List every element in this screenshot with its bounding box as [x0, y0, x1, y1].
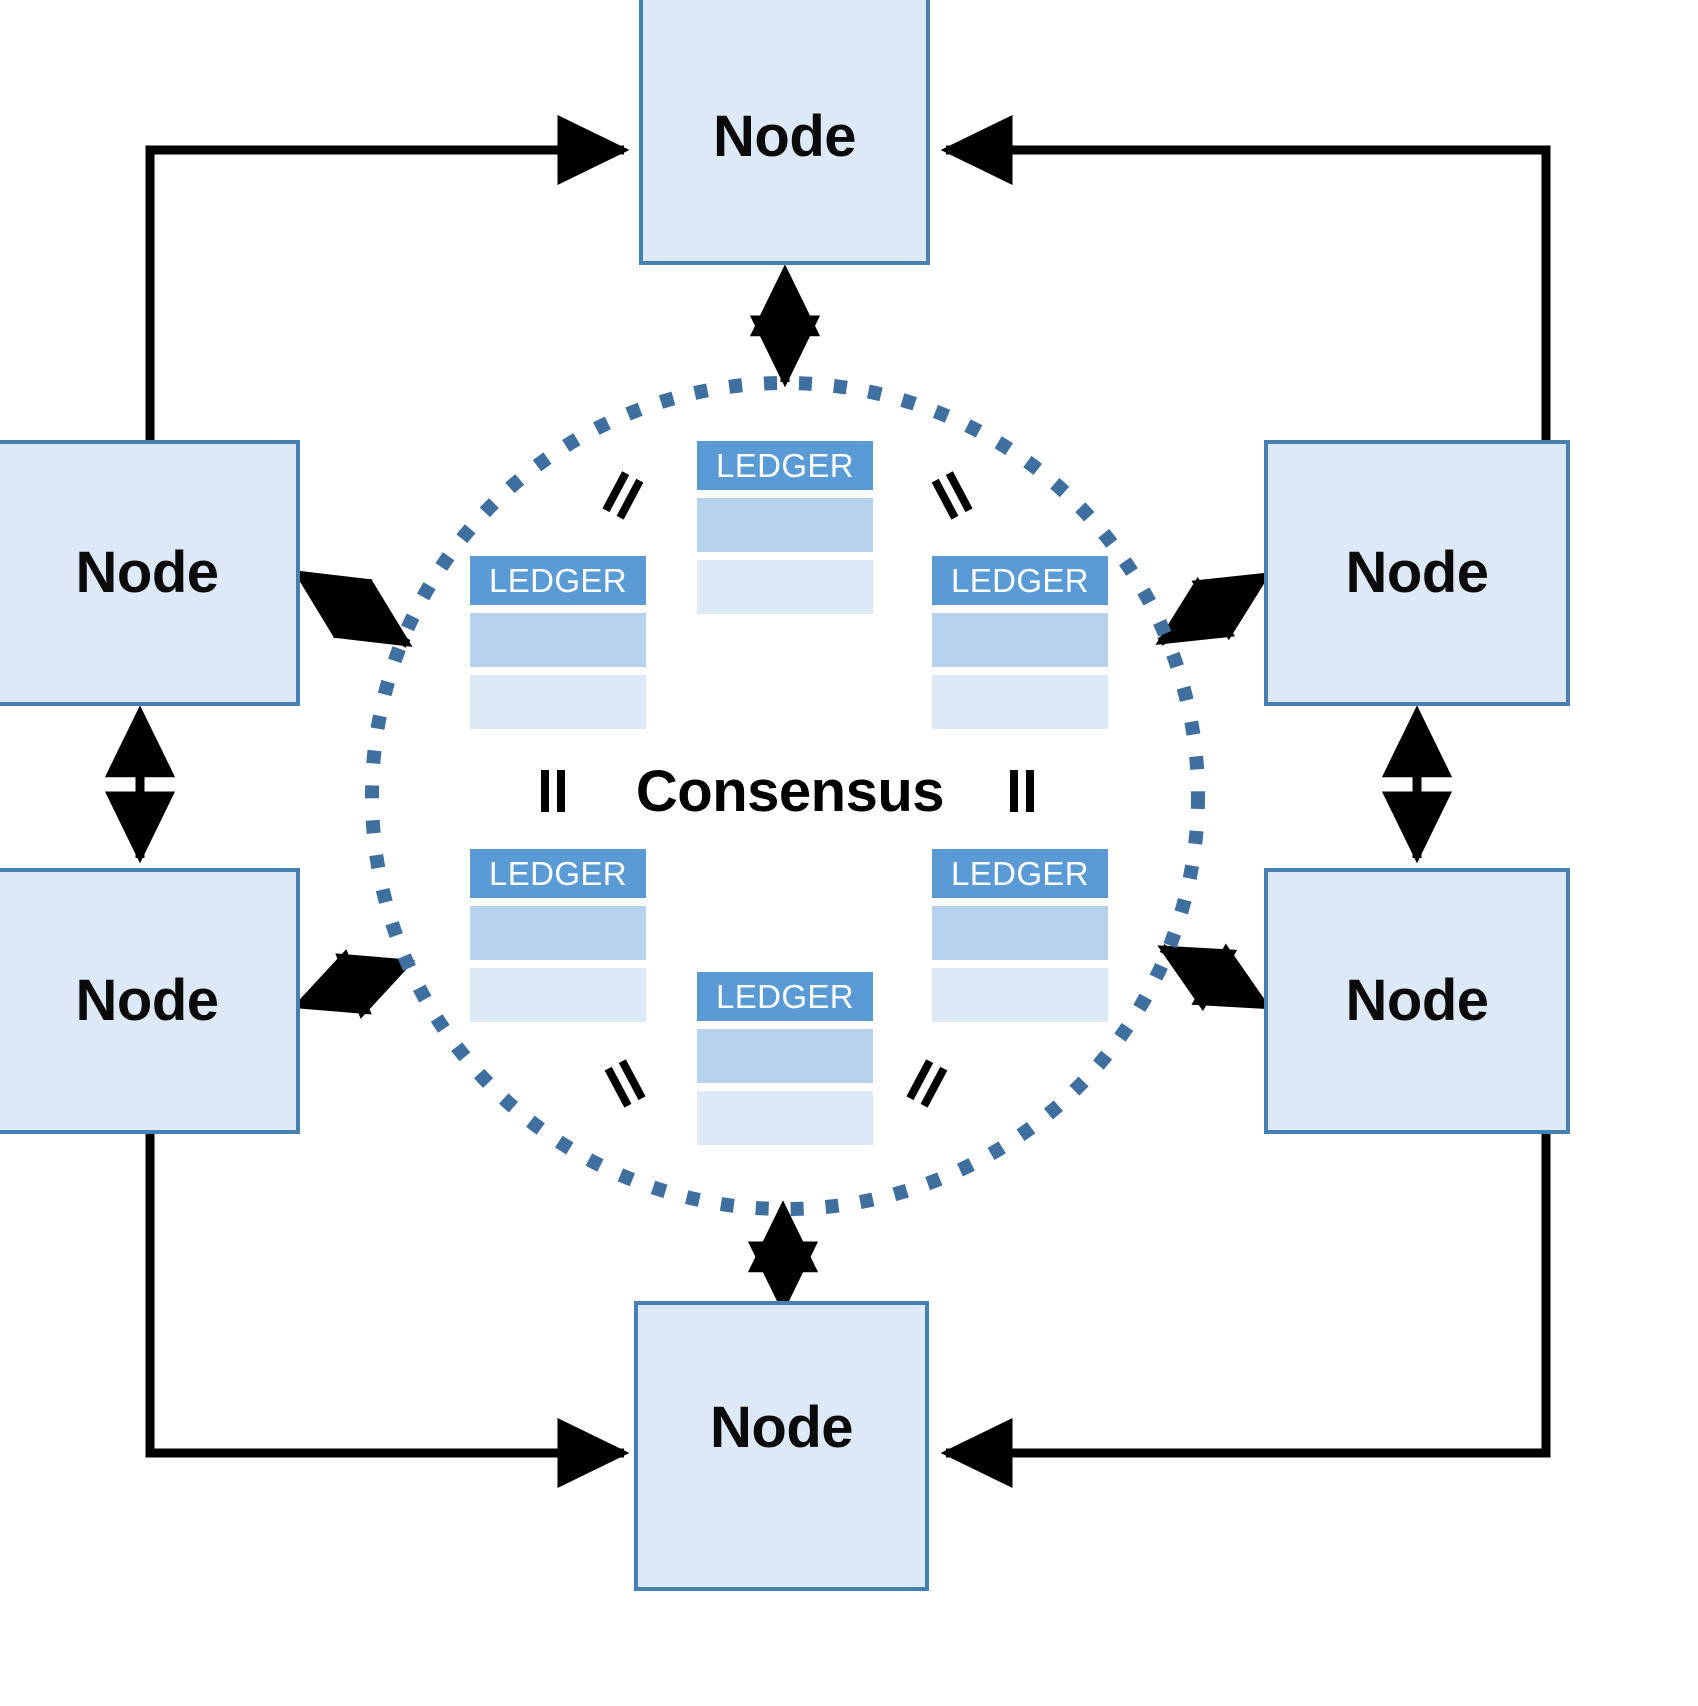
ledger-row [932, 968, 1108, 1022]
wire-right-lower-node-to-consensus [1157, 943, 1272, 1012]
ledger-row [470, 675, 646, 729]
equals-icon-top-right [925, 467, 982, 524]
equals-icon-bottom-right [898, 1055, 955, 1112]
ledger-header-label: LEDGER [950, 854, 1090, 892]
node-right-upper[interactable]: Node [1264, 440, 1570, 706]
wire-left-upper-node-to-consensus [292, 570, 413, 648]
ledger-row [697, 498, 873, 552]
wire-right-to-bottom [940, 1130, 1551, 1489]
ledger-header: LEDGER [470, 849, 646, 898]
ledger-header: LEDGER [697, 972, 873, 1021]
ledger-row [697, 560, 873, 614]
consensus-label: Consensus [635, 759, 945, 824]
equals-icon-mid-right [1000, 770, 1042, 812]
ledger-row [470, 613, 646, 667]
ledger-right-upper[interactable]: LEDGER [932, 556, 1108, 729]
ledger-row [470, 906, 646, 960]
ledger-top[interactable]: LEDGER [697, 441, 873, 614]
node-left-upper[interactable]: Node [0, 440, 300, 706]
ledger-header: LEDGER [932, 849, 1108, 898]
node-label: Node [1345, 540, 1490, 605]
node-label: Node [75, 968, 220, 1033]
ledger-right-lower[interactable]: LEDGER [932, 849, 1108, 1022]
ledger-header: LEDGER [932, 556, 1108, 605]
equals-icon-top-left [594, 467, 651, 524]
node-right-lower[interactable]: Node [1264, 868, 1570, 1134]
wire-left-to-bottom [145, 1130, 630, 1489]
ledger-header-label: LEDGER [715, 446, 855, 484]
equals-icon-mid-left [531, 770, 573, 812]
equals-icon-bottom-left [598, 1055, 655, 1112]
node-bottom[interactable]: Node [634, 1301, 929, 1591]
ledger-header-label: LEDGER [715, 977, 855, 1015]
node-top[interactable]: Node [639, 0, 930, 265]
ledger-row [932, 675, 1108, 729]
ledger-left-upper[interactable]: LEDGER [470, 556, 646, 729]
ledger-header: LEDGER [470, 556, 646, 605]
wire-left-lower-node-to-consensus [291, 949, 416, 1019]
ledger-row [697, 1091, 873, 1145]
wire-right-upper-node-to-consensus [1155, 572, 1272, 646]
node-label: Node [710, 1395, 854, 1460]
ledger-row [470, 968, 646, 1022]
ledger-left-lower[interactable]: LEDGER [470, 849, 646, 1022]
node-label: Node [1345, 968, 1490, 1033]
ledger-header-label: LEDGER [488, 854, 628, 892]
node-left-lower[interactable]: Node [0, 868, 300, 1134]
ledger-header-label: LEDGER [488, 561, 628, 599]
node-label: Node [75, 540, 220, 605]
ledger-header-label: LEDGER [950, 561, 1090, 599]
ledger-row [932, 906, 1108, 960]
ledger-row [697, 1029, 873, 1083]
ledger-header: LEDGER [697, 441, 873, 490]
node-label: Node [713, 103, 857, 169]
ledger-bottom[interactable]: LEDGER [697, 972, 873, 1145]
ledger-row [932, 613, 1108, 667]
